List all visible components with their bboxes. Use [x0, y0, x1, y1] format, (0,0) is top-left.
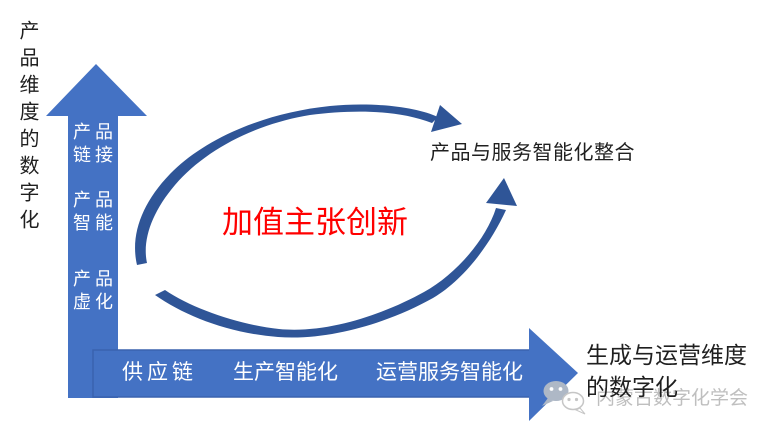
- cycle-lower-arrowhead: [486, 178, 517, 206]
- vertical-arrow-segment-label: 产品 链接: [73, 122, 117, 165]
- cycle-upper-arc: [135, 104, 438, 265]
- horizontal-axis-arrow-head: [529, 328, 578, 421]
- vertical-axis-arrow: [46, 64, 147, 398]
- left-axis-label: 产品维度的数字化: [16, 20, 38, 236]
- cycle-upper-arrowhead: [431, 105, 462, 132]
- integration-label: 产品与服务智能化整合: [430, 142, 635, 164]
- horizontal-arrow-segment-label: 运营服务智能化: [376, 361, 523, 384]
- horizontal-arrow-segment-label: 生产智能化: [233, 361, 338, 384]
- vertical-arrow-segment-label: 产品 智能: [73, 190, 117, 233]
- cycle-lower-arc: [155, 208, 506, 338]
- horizontal-arrow-segment-label: 供应链: [122, 361, 197, 384]
- wechat-icon: [542, 381, 586, 415]
- value-proposition-label: 加值主张创新: [222, 205, 408, 240]
- vertical-arrow-segment-label: 产品 虚化: [73, 269, 117, 312]
- watermark-label: 内蒙古数字化学会: [596, 388, 749, 409]
- bottom-axis-label: 生成与运营维度 的数字化: [586, 342, 747, 400]
